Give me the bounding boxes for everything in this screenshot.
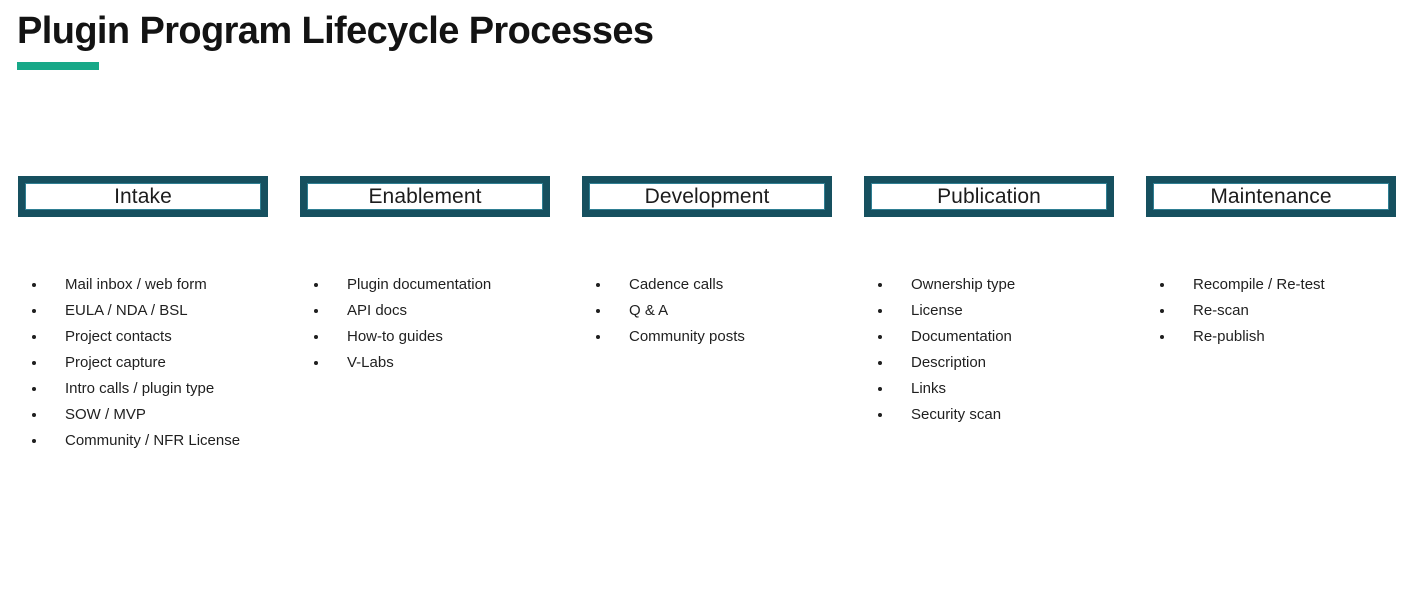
bullet-icon [878,413,882,417]
bullet-icon [32,335,36,339]
list-item: Mail inbox / web form [18,272,268,298]
bullet-icon [596,309,600,313]
bullet-icon [596,283,600,287]
list-item: SOW / MVP [18,402,268,428]
list-item-label: License [911,302,963,319]
list-item: Community posts [582,324,832,350]
title-accent-bar [17,62,99,70]
phase-column-enablement: Enablement Plugin documentation API docs… [300,176,550,376]
list-item: Description [864,350,1114,376]
list-item: Links [864,376,1114,402]
bullet-icon [32,387,36,391]
bullet-icon [596,335,600,339]
list-item-label: Mail inbox / web form [65,276,207,293]
list-item: Project contacts [18,324,268,350]
list-item-label: SOW / MVP [65,406,146,423]
list-item-label: API docs [347,302,408,319]
bullet-icon [32,361,36,365]
list-item: How-to guides [300,324,550,350]
list-item-label: Recompile / Re-test [1193,276,1325,293]
list-item-label: Documentation [911,328,1012,345]
phase-item-list-enablement: Plugin documentation API docs How-to gui… [300,272,550,376]
list-item: Recompile / Re-test [1146,272,1396,298]
list-item-label: Project capture [65,354,166,371]
bullet-icon [32,309,36,313]
bullet-icon [878,361,882,365]
list-item-label: Cadence calls [629,276,724,293]
list-item: Ownership type [864,272,1114,298]
phase-column-publication: Publication Ownership type License Docum… [864,176,1114,428]
bullet-icon [32,439,36,443]
page-title: Plugin Program Lifecycle Processes [17,10,654,52]
phase-header-label: Intake [114,185,172,208]
list-item-label: Community posts [629,328,745,345]
bullet-icon [314,283,318,287]
list-item-label: Plugin documentation [347,276,492,293]
list-item: Q & A [582,298,832,324]
bullet-icon [878,309,882,313]
list-item-label: Links [911,380,947,397]
bullet-icon [32,413,36,417]
phase-header-intake[interactable]: Intake [18,176,268,217]
list-item: Security scan [864,402,1114,428]
list-item-label: Project contacts [65,328,172,345]
list-item: Re-scan [1146,298,1396,324]
phase-header-maintenance[interactable]: Maintenance [1146,176,1396,217]
list-item: Cadence calls [582,272,832,298]
phase-header-label: Enablement [368,185,482,208]
list-item: Community / NFR License [18,428,268,454]
list-item: Plugin documentation [300,272,550,298]
phase-item-list-publication: Ownership type License Documentation Des… [864,272,1114,428]
list-item-label: Description [911,354,987,371]
phase-column-maintenance: Maintenance Recompile / Re-test Re-scan … [1146,176,1396,350]
title-block: Plugin Program Lifecycle Processes [17,8,917,70]
list-item-label: Ownership type [911,276,1016,293]
list-item-label: Security scan [911,406,1002,423]
list-item: Re-publish [1146,324,1396,350]
list-item: EULA / NDA / BSL [18,298,268,324]
list-item: API docs [300,298,550,324]
lifecycle-phase-row: Intake Mail inbox / web form EULA / NDA … [18,176,1398,454]
phase-header-development[interactable]: Development [582,176,832,217]
phase-header-label: Publication [937,185,1041,208]
list-item-label: Re-publish [1193,328,1265,345]
phase-column-development: Development Cadence calls Q & A Communit… [582,176,832,350]
list-item-label: Community / NFR License [65,432,241,449]
phase-item-list-maintenance: Recompile / Re-test Re-scan Re-publish [1146,272,1396,350]
bullet-icon [878,387,882,391]
bullet-icon [314,309,318,313]
list-item-label: Intro calls / plugin type [65,380,215,397]
list-item-label: Re-scan [1193,302,1249,319]
phase-column-intake: Intake Mail inbox / web form EULA / NDA … [18,176,268,454]
phase-header-label: Development [644,185,770,208]
list-item-label: EULA / NDA / BSL [65,302,188,319]
bullet-icon [1160,335,1164,339]
list-item: Documentation [864,324,1114,350]
phase-header-enablement[interactable]: Enablement [300,176,550,217]
bullet-icon [314,361,318,365]
list-item-label: Q & A [629,302,669,319]
phase-item-list-development: Cadence calls Q & A Community posts [582,272,832,350]
phase-item-list-intake: Mail inbox / web form EULA / NDA / BSL P… [18,272,268,454]
phase-header-publication[interactable]: Publication [864,176,1114,217]
list-item: V-Labs [300,350,550,376]
list-item-label: V-Labs [347,354,394,371]
list-item: Project capture [18,350,268,376]
bullet-icon [878,283,882,287]
bullet-icon [1160,309,1164,313]
bullet-icon [32,283,36,287]
phase-header-label: Maintenance [1210,185,1332,208]
bullet-icon [878,335,882,339]
list-item: Intro calls / plugin type [18,376,268,402]
list-item: License [864,298,1114,324]
bullet-icon [314,335,318,339]
bullet-icon [1160,283,1164,287]
list-item-label: How-to guides [347,328,443,345]
